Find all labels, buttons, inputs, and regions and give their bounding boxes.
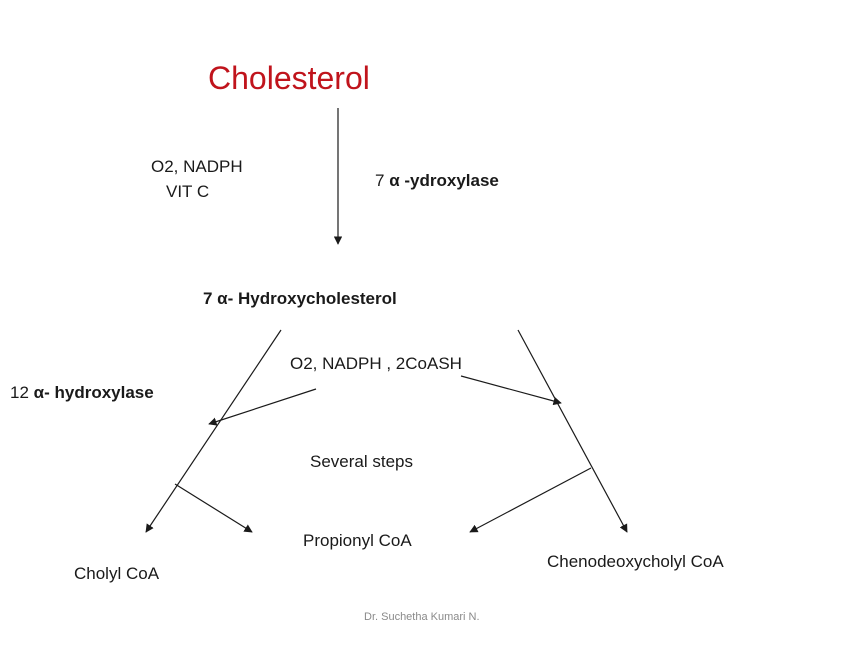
step2-enzyme-prefix: 12 (10, 383, 34, 402)
diagram-title: Cholesterol (208, 60, 370, 96)
arrow-right-branch-to-chenodeoxycholyl (517, 329, 628, 533)
arrow-left-branch-to-propionyl (174, 483, 253, 533)
step1-cofactor-line2: VIT C (166, 182, 210, 201)
product-chenodeoxycholyl-coa: Chenodeoxycholyl CoA (547, 552, 724, 571)
arrow-left-branch-to-cholyl (145, 329, 282, 533)
step1-enzyme-label: 7 α -ydroxylase (375, 172, 499, 189)
product-propionyl-coa: Propionyl CoA (303, 531, 412, 550)
author-credit: Dr. Suchetha Kumari N. (364, 611, 480, 623)
arrow-cofactor-into-left-branch (208, 388, 317, 426)
step1-enzyme-name: α -ydroxylase (389, 171, 499, 190)
step1-enzyme-prefix: 7 (375, 171, 390, 190)
intermediate-label: 7 α- Hydroxycholesterol (203, 289, 397, 308)
several-steps-label: Several steps (310, 452, 413, 471)
step2-enzyme-label: 12 α- hydroxylase (10, 384, 154, 401)
arrow-right-branch-to-propionyl (469, 467, 592, 533)
step2-cofactors: O2, NADPH , 2CoASH (290, 354, 462, 373)
product-cholyl-coa: Cholyl CoA (74, 564, 160, 583)
step2-enzyme-name: α- hydroxylase (33, 383, 154, 402)
arrow-cofactor-into-right-branch (460, 375, 562, 406)
step1-cofactor-line1: O2, NADPH (151, 157, 243, 176)
